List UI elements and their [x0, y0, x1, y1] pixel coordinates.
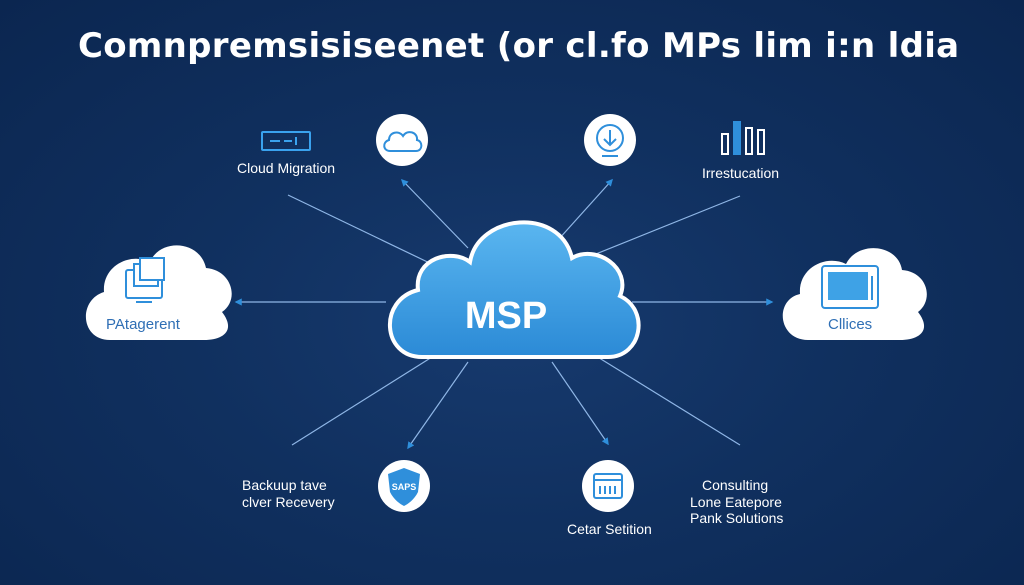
label-clients: Cllices	[828, 316, 873, 333]
connector-center	[551, 361, 609, 446]
msp-hub-cloud: MSP	[388, 220, 641, 359]
shield-icon: SAPS	[378, 460, 430, 512]
label-consulting-line2: Lone Eatepore	[690, 494, 782, 510]
connector-security	[407, 361, 469, 450]
label-consulting-line1: Consulting	[702, 477, 769, 493]
server-rack-icon	[261, 131, 311, 151]
monitor-icon	[821, 265, 879, 309]
connector-cloud-migration	[287, 194, 441, 269]
label-cloud-migration: Cloud Migration	[237, 160, 336, 176]
label-backup-line2: clver Recevery	[242, 494, 335, 510]
bar-chart-icon	[721, 121, 765, 155]
download-icon	[584, 114, 636, 166]
connector-download	[557, 178, 613, 241]
clients-cloud	[782, 248, 927, 340]
security-badge-text: SAPS	[392, 482, 417, 492]
connector-instruction	[575, 195, 741, 263]
connector-consulting	[595, 355, 741, 446]
label-management: PAtagerent	[106, 316, 180, 333]
label-backup-line1: Backuup tave	[242, 477, 327, 493]
connector-backup	[291, 351, 441, 446]
label-center: Cetar Setition	[567, 521, 652, 537]
connector-cloud	[400, 178, 469, 249]
management-cloud	[85, 245, 232, 340]
cloud-icon	[376, 114, 428, 166]
documents-monitor-icon	[125, 257, 165, 303]
hub-label: MSP	[465, 295, 547, 337]
page-title: Comnpremsisiseenet (or cl.fo MPs lim i:n…	[78, 26, 960, 66]
connectors	[234, 178, 774, 450]
label-instruction: Irrestucation	[702, 165, 780, 181]
label-consulting-line3: Pank Solutions	[690, 510, 784, 526]
calendar-icon	[582, 460, 634, 512]
